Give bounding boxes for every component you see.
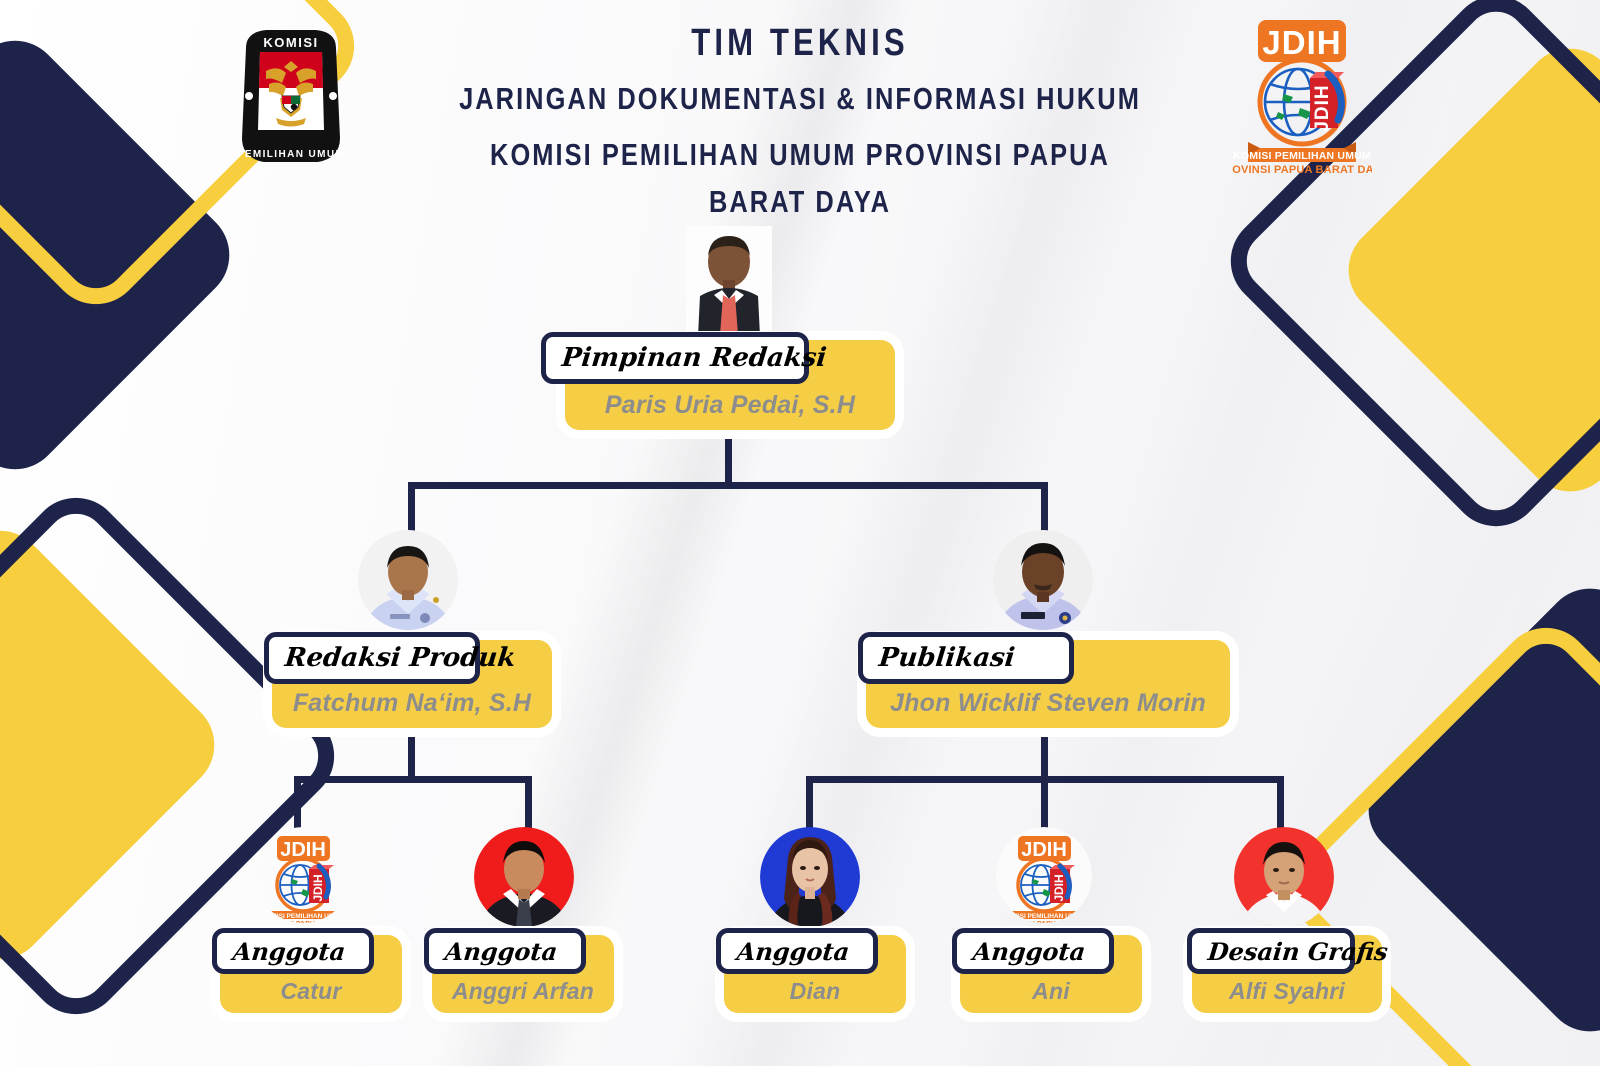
connector-redaksi-produk-stem [408,735,415,782]
node-person-name: Anggri Arfan [451,978,595,1004]
node-role-label: Publikasi [877,643,1017,673]
svg-text:KOMISI PEMILIHAN UMUM: KOMISI PEMILIHAN UMUM [262,913,345,920]
svg-text:JDIH: JDIH [1262,24,1341,61]
node-anggota-anggri-arfan[interactable]: Anggri Arfan Anggota [424,928,614,1013]
node-role-badge[interactable]: Anggota [952,928,1114,974]
node-role-badge[interactable]: Desain Grafis [1187,928,1389,974]
jdih-logo-icon: JDIH JDIH [1232,16,1372,176]
svg-text:KOMISI PEMILIHAN UMUM: KOMISI PEMILIHAN UMUM [1233,150,1371,162]
node-publikasi[interactable]: Jhon Wicklif Steven Morin Publikasi [858,632,1230,728]
svg-text:JDIH: JDIH [280,839,326,861]
connector-redaksi-produk-bus [294,776,532,783]
node-role-label: Redaksi Produk [283,643,518,673]
svg-text:KOMISI: KOMISI [263,35,318,50]
connector-to-anggota-ani [1041,776,1048,834]
node-anggota-ani[interactable]: Ani Anggota [952,928,1142,1013]
svg-text:JDIH: JDIH [1052,874,1066,901]
node-person-name: Dian [789,978,841,1004]
node-role-badge[interactable]: Pimpinan Redaksi [541,332,828,384]
page-subtitle-line-2: KOMISI PEMILIHAN UMUM PROVINSI PAPUA BAR… [490,137,1110,219]
node-role-label: Desain Grafis [1206,936,1390,966]
node-role-label: Anggota [231,936,347,966]
connector-to-anggota-anggri [525,776,532,834]
poster-header: KOMISI PEMILIHAN UMUM TIM TEKNIS JARINGA… [0,0,1600,219]
node-desain-grafis[interactable]: Alfi Syahri Desain Grafis [1187,928,1389,1013]
avatar-anggota-ani: JDIH JDIH KOMISI PEMILIHAN UMUM PROVINSI… [996,827,1092,923]
node-redaksi-produk[interactable]: Fatchum Na‘im, S.H Redaksi Produk [264,632,552,728]
connector-to-publikasi [1041,482,1048,539]
node-pimpinan-redaksi[interactable]: Paris Uria Pedai, S.H Pimpinan Redaksi [541,332,895,430]
node-role-label: Anggota [443,936,559,966]
svg-text:JDIH: JDIH [1021,839,1067,861]
page-title: TIM TEKNIS [691,22,909,64]
connector-to-redaksi-produk [408,482,415,539]
node-role-label: Pimpinan Redaksi [560,343,828,373]
node-role-badge[interactable]: Redaksi Produk [264,632,517,684]
node-anggota-catur[interactable]: Catur Anggota [212,928,402,1013]
avatar-publikasi [993,530,1093,630]
node-role-label: Anggota [971,936,1087,966]
node-role-badge[interactable]: Anggota [716,928,878,974]
node-person-name: Fatchum Na‘im, S.H [292,689,532,717]
page-subtitle-line-1: JARINGAN DOKUMENTASI & INFORMASI HUKUM [459,80,1141,116]
svg-text:PROVINSI PAPUA BARAT: PROVINSI PAPUA BARAT [1001,921,1087,923]
node-role-badge[interactable]: Anggota [424,928,586,974]
svg-text:PROVINSI PAPUA BARAT DAYA: PROVINSI PAPUA BARAT DAYA [1232,164,1372,176]
svg-text:PEMILIHAN UMUM: PEMILIHAN UMUM [237,149,345,160]
svg-text:JDIH: JDIH [1312,84,1333,131]
avatar-anggota-catur: JDIH JDIH KOMISI PEMILIHAN UMUM PROVINSI… [255,827,351,923]
avatar-anggota-dian [760,827,860,927]
avatar-pimpinan-redaksi [686,226,772,336]
poster-title-block: TIM TEKNIS JARINGAN DOKUMENTASI & INFORM… [380,22,1220,225]
avatar-desain-grafis [1234,827,1334,927]
node-person-name: Jhon Wicklif Steven Morin [890,689,1206,717]
node-role-badge[interactable]: Publikasi [858,632,1074,684]
svg-text:KOMISI PEMILIHAN UMUM: KOMISI PEMILIHAN UMUM [1003,913,1086,920]
node-person-name: Paris Uria Pedai, S.H [604,391,856,419]
node-role-badge[interactable]: Anggota [212,928,374,974]
node-anggota-dian[interactable]: Dian Anggota [716,928,906,1013]
avatar-anggota-anggri-arfan [474,827,574,927]
node-person-name: Ani [1032,978,1070,1004]
connector-to-anggota-catur [294,776,301,834]
connector-to-anggota-dian [806,776,813,834]
kpu-logo-icon: KOMISI PEMILIHAN UMUM [236,26,346,166]
avatar-redaksi-produk [358,530,458,630]
node-person-name: Catur [280,978,342,1004]
connector-to-desain-grafis [1277,776,1284,834]
svg-text:JDIH: JDIH [311,874,325,901]
node-person-name: Alfi Syahri [1229,978,1345,1004]
svg-text:PROVINSI PAPUA BARAT: PROVINSI PAPUA BARAT [260,921,346,923]
node-role-label: Anggota [735,936,851,966]
connector-publikasi-stem [1041,735,1048,782]
connector-level1-bus [408,482,1048,489]
connector-root-stem [725,430,732,488]
